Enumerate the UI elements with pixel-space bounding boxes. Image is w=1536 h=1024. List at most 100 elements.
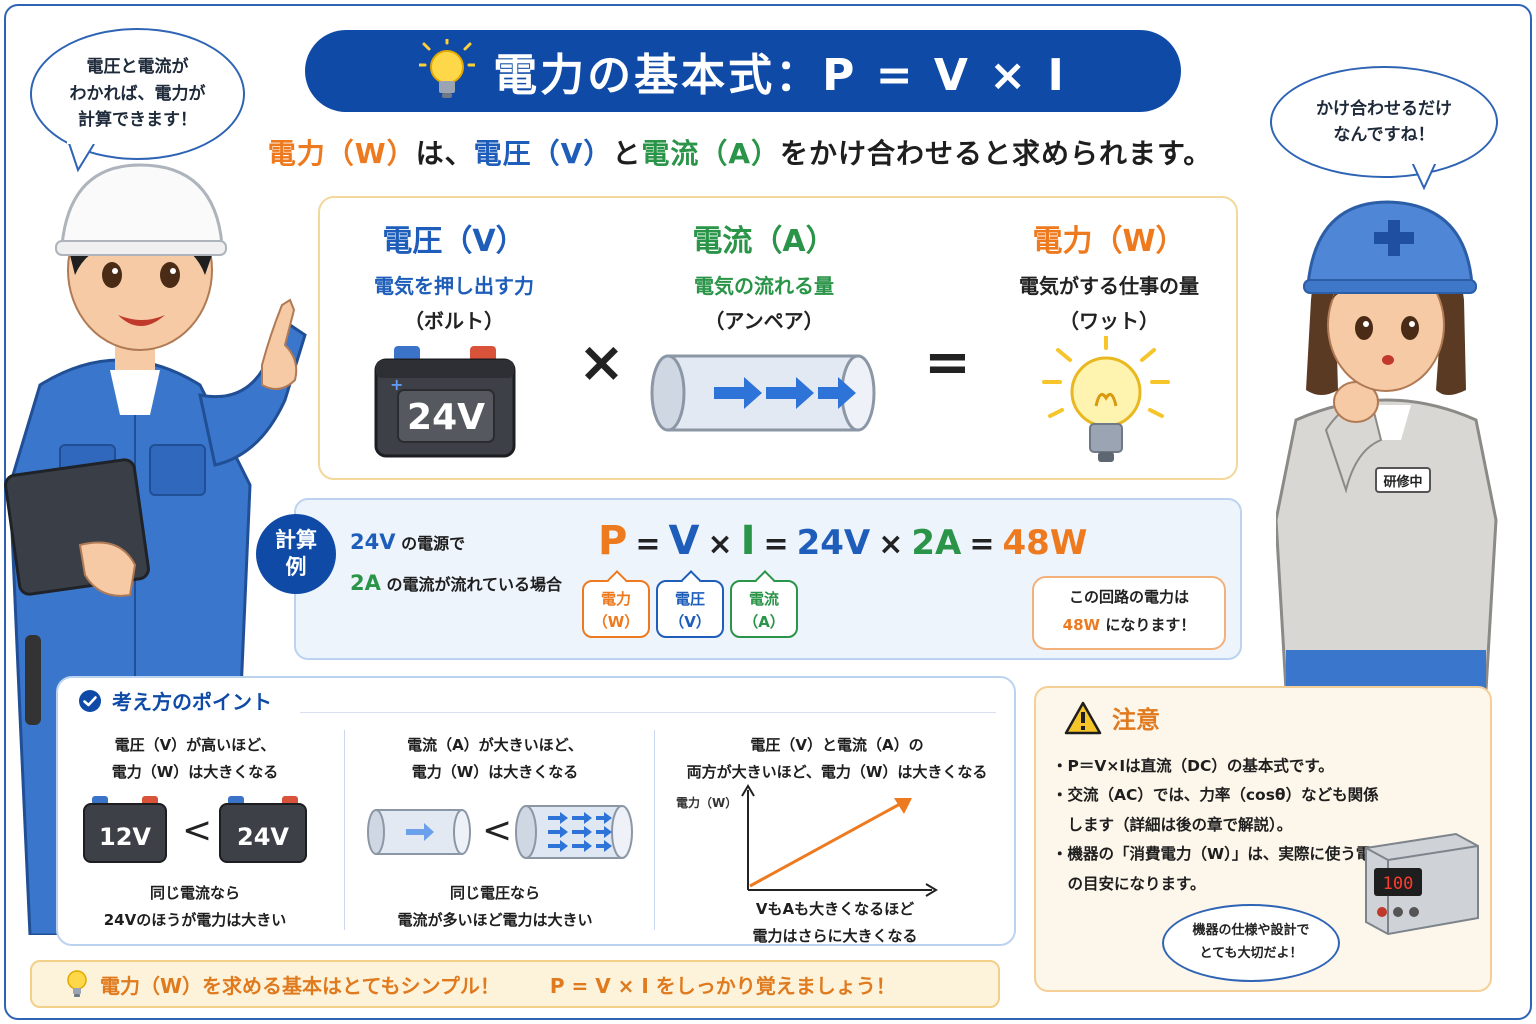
tag-line: 電力 — [600, 590, 631, 608]
eq-v: V — [668, 518, 700, 564]
multiply-sign: × — [578, 330, 625, 395]
eq-p: P — [598, 518, 628, 564]
tag-voltage: 電圧（V） — [656, 570, 724, 638]
graph-axis-label: 電力（W） — [676, 796, 738, 810]
tag-line: （W） — [592, 612, 640, 631]
eq-power-value: 48W — [1002, 523, 1088, 563]
caution-list: ・P＝V×Iは直流（DC）の基本式です。 ・交流（AC）では、力率（cosθ）な… — [1052, 752, 1392, 899]
points-title: 考え方のポイント — [112, 690, 272, 714]
page-title: 電力の基本式：P = V × I — [493, 50, 1067, 101]
calc-equation: P=V×I=24V×2A=48W — [598, 518, 1095, 564]
battery-icon: + 24V — [374, 346, 516, 458]
note-line: になります！ — [1105, 615, 1196, 634]
bottom-text: P = V × I をしっかり覚えましょう！ — [549, 973, 896, 998]
title-bar: 電力の基本式：P = V × I — [305, 30, 1181, 112]
current-heading: 電流（A） — [692, 224, 836, 259]
eq-voltage-value: 24V — [796, 523, 871, 563]
point-current-bottom: 同じ電圧なら 電流が多いほど電力は大きい — [360, 880, 630, 934]
tag-line: （A） — [743, 612, 785, 631]
divider — [344, 730, 345, 930]
points-header: 考え方のポイント — [78, 686, 272, 715]
tag-line: 電流 — [748, 590, 779, 608]
point-line: 電力（W）は大きくなる — [111, 763, 279, 781]
current-unit: （アンペア） — [704, 309, 824, 333]
equals-sign: = — [924, 330, 971, 395]
tag-power: 電力 （W） — [582, 570, 650, 638]
bubble-line: 機器の仕様や設計で — [1192, 923, 1310, 938]
eq-equals: = — [763, 527, 789, 562]
caution-header: 注意 — [1064, 700, 1160, 735]
cond-current: 2A — [350, 570, 381, 595]
bubble-line: かけ合わせるだけ — [1316, 98, 1452, 119]
caution-item: ・交流（AC）では、力率（cosθ）なども関係します（詳細は後の章で解説）。 — [1052, 786, 1379, 834]
warning-icon — [1064, 701, 1102, 734]
point-line: 同じ電流なら — [149, 884, 240, 902]
point-line: 同じ電圧なら — [449, 884, 540, 902]
small-current-pipe-icon — [367, 809, 471, 855]
lightbulb-icon — [1042, 336, 1170, 462]
current-term: 電流（A） 電気の流れる量 （アンペア） — [654, 216, 874, 334]
battery-label: 24V — [407, 397, 485, 438]
bubble-line: わかれば、電力が — [69, 83, 206, 104]
tag-current: 電流 （A） — [730, 570, 798, 638]
page-frame — [4, 4, 1532, 1020]
subtitle-voltage: 電圧（V） — [473, 137, 613, 170]
calc-condition: 24V の電源で 2A の電流が流れている場合 — [350, 522, 562, 604]
bubble-line: とても大切だよ！ — [1199, 945, 1303, 961]
speech-bubble-left: 電圧と電流が わかれば、電力が 計算できます！ — [30, 28, 245, 160]
point-line: 電力（W）は大きくなる — [411, 763, 579, 781]
tag-line: （V） — [669, 612, 711, 631]
power-growth-graph — [741, 784, 938, 897]
point-line: 電流が多いほど電力は大きい — [397, 911, 593, 929]
subtitle-power: 電力（W） — [267, 137, 416, 170]
point-line: 両方が大きいほど、電力（W）は大きくなる — [686, 763, 988, 781]
battery-24v-icon: 24V — [219, 796, 307, 863]
less-than-sign: < — [182, 810, 213, 851]
point-voltage-top: 電圧（V）が高いほど、 電力（W）は大きくなる — [70, 732, 320, 786]
calc-result-note: この回路の電力は 48W になります！ — [1032, 576, 1226, 650]
current-description: 電気の流れる量 — [694, 274, 834, 298]
lightbulb-icon — [419, 39, 476, 98]
power-term: 電力（W） 電気がする仕事の量 （ワット） — [994, 216, 1224, 334]
name-tag: 研修中 — [1383, 474, 1422, 490]
cond-text: の電源で — [401, 534, 466, 553]
bubble-tail — [67, 140, 95, 173]
subtitle-text: をかけ合わせると求められます。 — [780, 137, 1213, 170]
lightbulb-icon — [67, 970, 87, 997]
bubble-line: 計算できます！ — [78, 110, 197, 131]
bottom-summary-bar: 電力（W）を求める基本はとてもシンプル！ P = V × I をしっかり覚えまし… — [30, 960, 1000, 1008]
battery-label: 12V — [99, 823, 151, 851]
eq-times: × — [707, 527, 733, 562]
point-line: 電流（A）が大きいほど、 — [407, 736, 583, 754]
svg-text:+: + — [390, 375, 403, 394]
caution-item: ・P＝V×Iは直流（DC）の基本式です。 — [1052, 757, 1334, 775]
eq-equals: = — [635, 527, 661, 562]
subtitle-text: と — [612, 137, 642, 170]
large-current-pipe-icon — [515, 805, 633, 859]
note-value: 48W — [1062, 615, 1101, 634]
note-line: この回路の電力は — [1068, 588, 1189, 606]
cond-voltage: 24V — [350, 530, 396, 554]
cond-text: の電流が流れている場合 — [386, 574, 562, 594]
subtitle-text: は、 — [415, 137, 474, 170]
power-unit: （ワット） — [1059, 309, 1159, 333]
point-voltage-bottom: 同じ電流なら 24Vのほうが電力は大きい — [70, 880, 320, 934]
bottom-text: 電力（W）を求める基本はとてもシンプル！ — [100, 973, 500, 998]
voltage-term: 電圧（V） 電気を押し出す力 （ボルト） — [344, 216, 564, 334]
bubble-tail — [1411, 160, 1439, 191]
subtitle-current: 電流（A） — [641, 137, 781, 170]
power-heading: 電力（W） — [1032, 224, 1186, 259]
battery-label: 24V — [237, 823, 289, 851]
battery-12v-icon: 12V — [83, 796, 167, 863]
eq-i: I — [740, 518, 756, 564]
voltage-heading: 電圧（V） — [382, 224, 526, 259]
eq-current-value: 2A — [911, 523, 962, 563]
badge-line: 計算 — [275, 527, 317, 552]
bubble-line: 電圧と電流が — [86, 57, 189, 78]
power-description: 電気がする仕事の量 — [1019, 274, 1199, 298]
caution-speech-bubble: 機器の仕様や設計で とても大切だよ！ — [1162, 904, 1340, 982]
point-current-top: 電流（A）が大きいほど、 電力（W）は大きくなる — [360, 732, 630, 786]
point-both-bottom: VもAも大きくなるほど 電力はさらに大きくなる — [690, 896, 980, 950]
badge-line: 例 — [285, 555, 307, 579]
point-both-top: 電圧（V）と電流（A）の 両方が大きいほど、電力（W）は大きくなる — [664, 732, 1010, 786]
